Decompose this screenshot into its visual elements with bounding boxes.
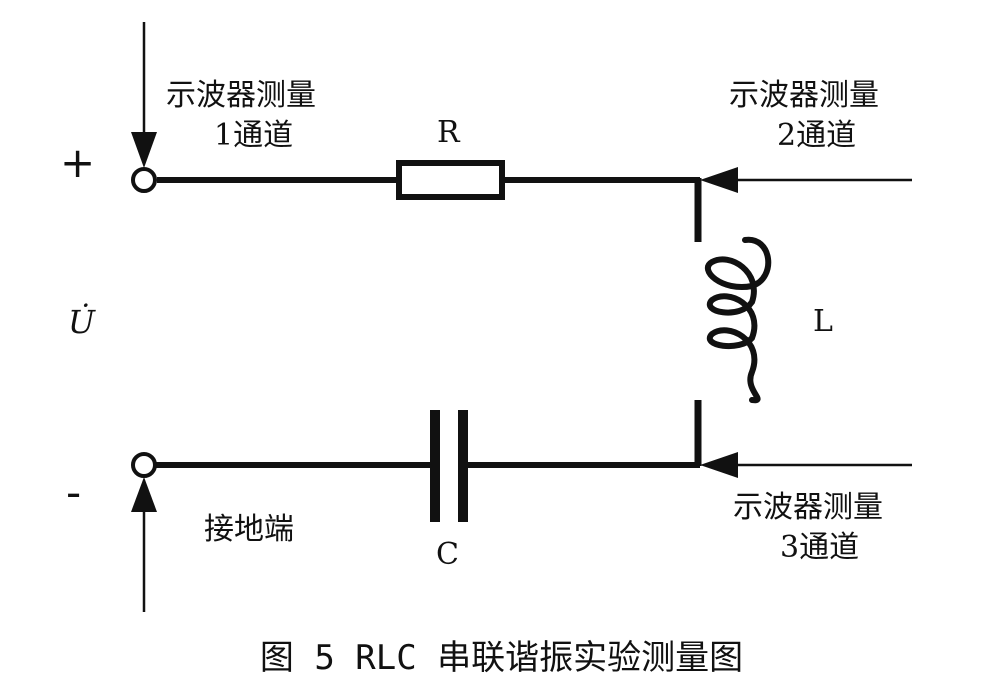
positive-terminal <box>131 167 157 193</box>
ground-arrow-head <box>131 477 157 512</box>
probe1-label-line1: 示波器测量 <box>166 78 316 113</box>
probe1-arrow-head <box>131 132 157 168</box>
capacitor-label: C <box>436 537 459 572</box>
positive-sign: + <box>60 138 96 187</box>
figure-caption: 图 5 RLC 串联谐振实验测量图 <box>259 638 744 678</box>
negative-terminal <box>131 452 157 478</box>
resistor-label: R <box>437 115 460 150</box>
probe2-arrow-head <box>700 167 738 193</box>
probe2-label-line2: 2通道 <box>777 118 857 153</box>
probe3-arrow-head <box>700 452 738 478</box>
voltage-label: U̇ <box>68 303 95 341</box>
probe2-label-line1: 示波器测量 <box>729 78 879 113</box>
inductor <box>705 236 772 404</box>
capacitor-plate-left <box>430 410 440 522</box>
capacitor-plate-right <box>458 410 468 522</box>
circuit-drawing <box>131 22 912 612</box>
probe3-label-line2: 3通道 <box>780 530 860 565</box>
resistor <box>396 160 505 200</box>
inductor-label: L <box>813 304 833 339</box>
probe3-label-line1: 示波器测量 <box>733 490 883 525</box>
negative-sign: - <box>66 468 82 517</box>
ground-label: 接地端 <box>204 512 294 547</box>
probe1-label-line2: 1通道 <box>214 118 294 153</box>
